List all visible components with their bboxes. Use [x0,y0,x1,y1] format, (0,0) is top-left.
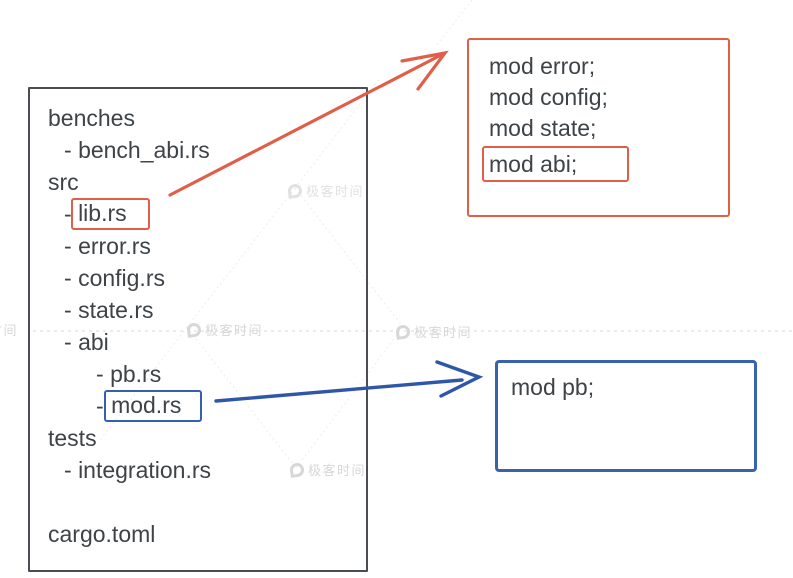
tree-line-state-rs: - state.rs [30,294,366,326]
tree-line-abi: - abi [30,326,366,358]
tree-line-mod-rs: - mod.rs [30,390,366,422]
tree-line-prefix: - [64,265,79,291]
tree-line-bench-abi: - bench_abi.rs [30,134,366,166]
tree-line-lib-rs: - lib.rs [30,198,366,230]
tree-line-label: error.rs [78,233,151,259]
tree-line-label: state.rs [78,297,154,323]
tree-line-prefix: - [64,233,79,259]
tree-line-prefix: - [64,329,79,355]
lib-rs-module-box: mod error; mod config; mod state; mod ab… [467,38,730,217]
tree-line-src: src [30,166,366,198]
tree-line-label: lib.rs [78,200,127,226]
code-line-text: mod config; [489,84,608,110]
tree-line-prefix: - [64,137,79,163]
tree-line-prefix: - [64,201,79,227]
code-line-text: mod abi; [489,151,578,177]
tree-line-benches: benches [30,102,366,134]
watermark-label: 极客时间 [414,325,473,340]
geektime-watermark: 极客时间 [395,322,473,341]
tree-line-prefix: - [64,457,79,483]
tree-line-integration-rs: - integration.rs [30,454,366,486]
code-line-text: mod error; [489,53,596,79]
code-line: mod config; [489,82,728,113]
tree-line-label: cargo.toml [48,521,156,547]
mod-abi-highlight-box: mod abi; [482,146,629,182]
code-line: mod error; [489,51,728,82]
tree-line-label: config.rs [78,265,165,291]
tree-line-cargo-toml: cargo.toml [30,518,366,550]
tree-line-label: mod.rs [111,392,182,418]
tree-line-label: bench_abi.rs [78,137,210,163]
file-tree-box: benches - bench_abi.rs src - lib.rs - er… [28,87,368,572]
tree-line-blank [30,486,366,518]
tree-line-label: abi [78,329,109,355]
tree-line-label: benches [48,105,135,131]
code-line-text: mod pb; [511,374,595,400]
tree-line-label: src [48,169,79,195]
code-line-text: mod state; [489,115,597,141]
abi-mod-rs-module-box: mod pb; [495,360,757,472]
tree-line-error-rs: - error.rs [30,230,366,262]
tree-line-pb-rs: - pb.rs [30,358,366,390]
tree-line-label: tests [48,425,97,451]
code-line: mod state; [489,113,728,144]
tree-line-prefix: - [96,361,111,387]
code-line: mod abi; [482,144,728,182]
tree-line-tests: tests [30,422,366,454]
geektime-watermark: 极客时间 [0,320,18,339]
tree-line-label: integration.rs [78,457,212,483]
lib-rs-highlight-box: lib.rs [71,198,151,230]
tree-line-label: pb.rs [110,361,162,387]
mod-rs-highlight-box: mod.rs [104,390,203,422]
code-line: mod pb; [511,372,754,402]
tree-line-prefix: - [64,297,79,323]
tree-line-config-rs: - config.rs [30,262,366,294]
location-pin-icon [395,323,411,340]
watermark-label: 极客时间 [0,323,19,338]
